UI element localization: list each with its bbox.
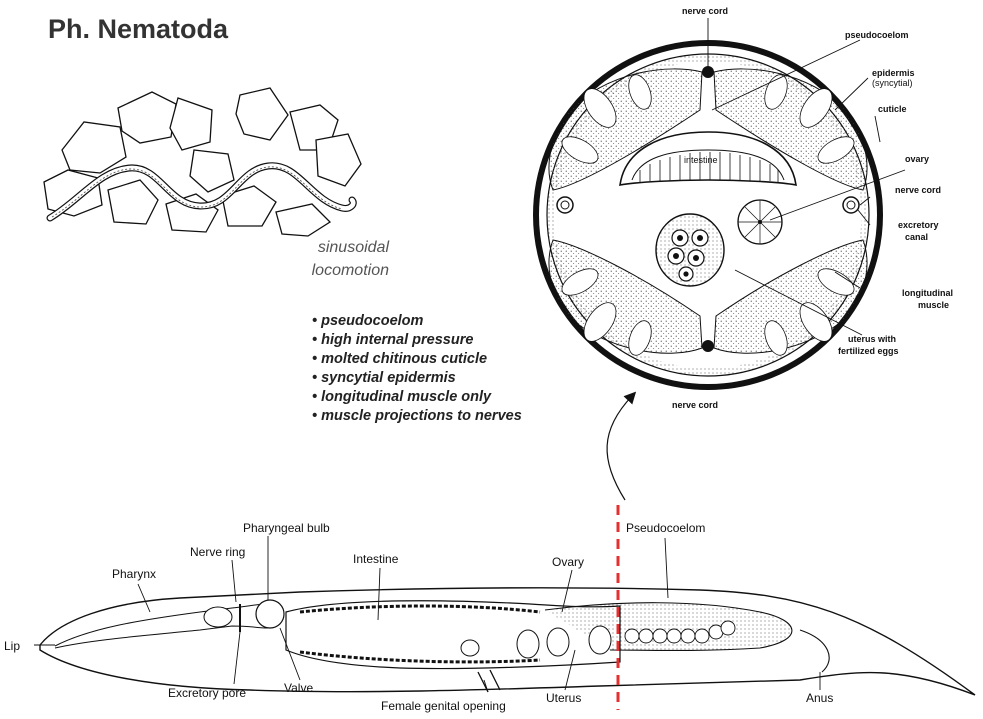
label-excretory: excretory: [898, 220, 939, 230]
label-muscle: muscle: [918, 300, 949, 310]
label-nerve-cord-right: nerve cord: [895, 185, 941, 195]
label-pseudocoelom: pseudocoelom: [845, 30, 909, 40]
label-nerve-cord-bottom: nerve cord: [672, 400, 718, 410]
label-epidermis: epidermis: [872, 68, 915, 78]
longitudinal-section-diagram: Lip Pharynx Nerve ring Pharyngeal bulb I…: [4, 505, 975, 713]
label-canal: canal: [905, 232, 928, 242]
feature-item: pseudocoelom: [312, 312, 522, 331]
label-intestine-cross: intestine: [684, 155, 718, 165]
label-lip: Lip: [4, 639, 20, 653]
section-arrow: [607, 396, 632, 500]
label-female-genital-opening: Female genital opening: [381, 699, 506, 713]
label-syncytial: (syncytial): [872, 78, 913, 88]
label-ovary: ovary: [905, 154, 929, 164]
feature-item: syncytial epidermis: [312, 369, 522, 388]
label-nerve-cord-top: nerve cord: [682, 6, 728, 16]
label-ovary-long: Ovary: [552, 555, 584, 569]
feature-list: pseudocoelom high internal pressure molt…: [312, 312, 522, 426]
label-cuticle: cuticle: [878, 104, 907, 114]
label-uterus-with: uterus with: [848, 334, 896, 344]
label-uterus: Uterus: [546, 691, 581, 705]
feature-item: longitudinal muscle only: [312, 388, 522, 407]
label-nerve-ring: Nerve ring: [190, 545, 245, 559]
label-longitudinal: longitudinal: [902, 288, 953, 298]
label-intestine: Intestine: [353, 552, 399, 566]
label-pharyngeal-bulb: Pharyngeal bulb: [243, 521, 330, 535]
feature-item: high internal pressure: [312, 331, 522, 350]
label-pseudocoelom-long: Pseudocoelom: [626, 521, 705, 535]
label-fertilized-eggs: fertilized eggs: [838, 346, 899, 356]
label-excretory-pore: Excretory pore: [168, 686, 246, 700]
feature-item: muscle projections to nerves: [312, 407, 522, 426]
locomotion-caption-line-2: locomotion: [293, 259, 389, 282]
locomotion-caption-line-1: sinusoidal: [293, 236, 389, 259]
feature-item: molted chitinous cuticle: [312, 350, 522, 369]
label-anus: Anus: [806, 691, 833, 705]
locomotion-caption: sinusoidal locomotion: [293, 236, 389, 282]
label-pharynx: Pharynx: [112, 567, 156, 581]
cross-section-diagram: nerve cord pseudocoelom epidermis (syncy…: [536, 6, 953, 410]
worm-locomotion-illustration: [44, 88, 361, 236]
label-valve: Valve: [284, 681, 313, 695]
